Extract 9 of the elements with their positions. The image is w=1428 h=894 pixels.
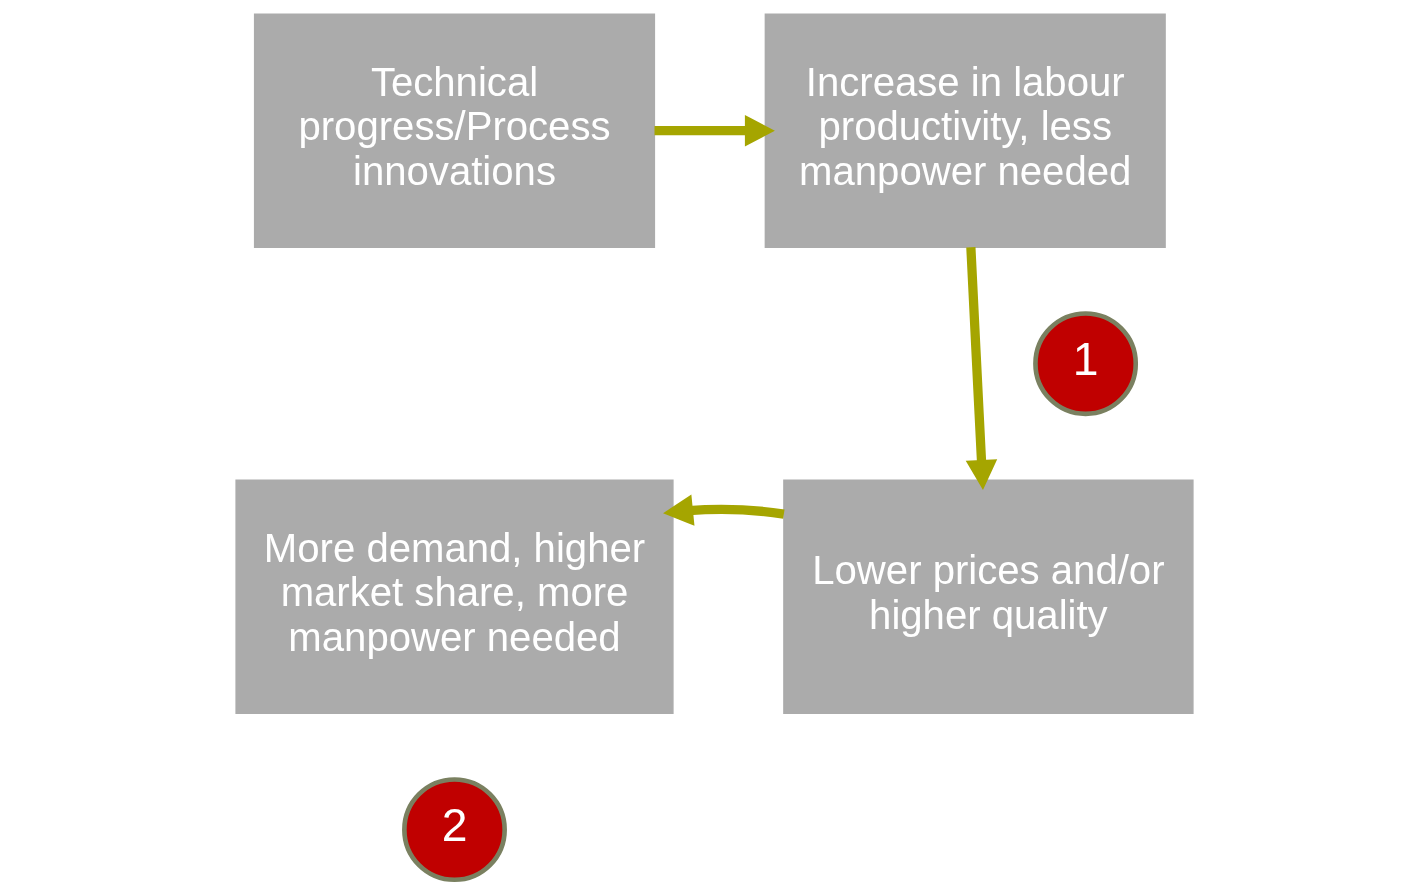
node-box: Lower prices and/or higher quality — [782, 479, 1194, 714]
node-box: More demand, higher market share, more manpower needed — [234, 479, 674, 714]
node-box: Technical progress/Process innovations — [253, 13, 655, 248]
arrow — [965, 247, 997, 490]
arrow — [662, 494, 784, 526]
node-circle: 2 — [401, 777, 507, 883]
arrow — [654, 114, 775, 147]
node-box: Increase in labour productivity, less manpower needed — [764, 13, 1166, 248]
node-circle: 1 — [1032, 311, 1138, 417]
